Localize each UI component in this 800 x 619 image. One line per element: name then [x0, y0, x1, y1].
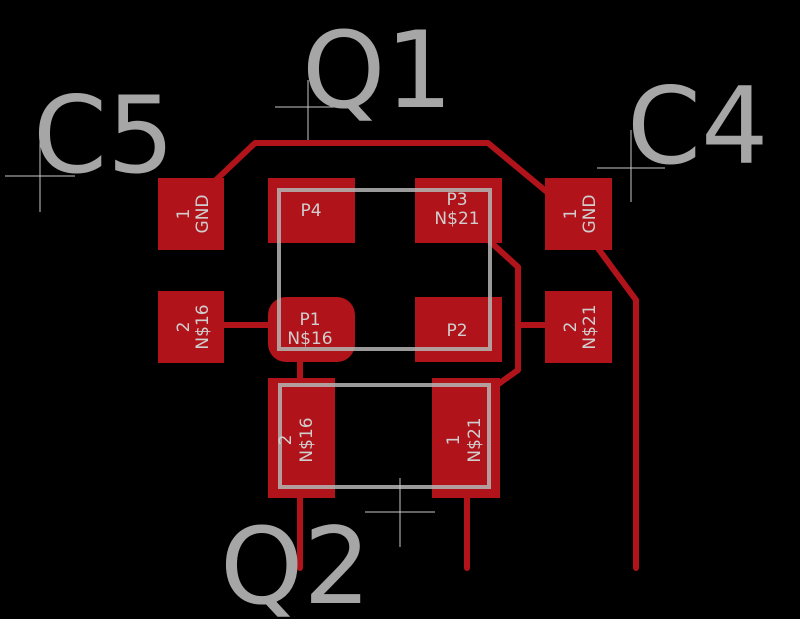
- q2-pad2-number: 2: [276, 435, 296, 446]
- c5-pad2-number: 2: [174, 322, 194, 333]
- c5-pad-2[interactable]: [158, 291, 224, 363]
- c4-origin-crosshair: [597, 130, 665, 202]
- c4-pad2-number: 2: [561, 322, 581, 333]
- q1-p2-label: P2: [446, 321, 467, 341]
- q2-origin-crosshair: [365, 478, 435, 547]
- c5-pad1-net: GND: [193, 195, 213, 234]
- q1-p3-net: N$21: [434, 209, 479, 229]
- trace-gnd-right[interactable]: [580, 225, 639, 571]
- c5-pad2-net: N$16: [193, 304, 213, 349]
- trace-gnd-top[interactable]: [213, 140, 574, 215]
- q1-p1-net: N$16: [287, 329, 332, 349]
- c4-pad2-net: N$21: [580, 304, 600, 349]
- q1-pad-p1[interactable]: [268, 297, 355, 362]
- c5-pad1-number: 1: [174, 209, 194, 220]
- q1-origin-crosshair: [275, 80, 340, 140]
- q2-pad1-net: N$21: [465, 417, 485, 462]
- c5-origin-crosshair: [5, 140, 75, 212]
- trace-n21-p3-c4[interactable]: [482, 234, 551, 328]
- q1-refdes: Q1: [302, 9, 453, 132]
- q1-p3-label: P3: [446, 190, 467, 210]
- c5-pad-1[interactable]: [158, 178, 224, 250]
- c4-pad-1[interactable]: [545, 178, 612, 250]
- c4-pad1-net: GND: [580, 195, 600, 234]
- q1-outline: [277, 188, 492, 351]
- c4-pad1-number: 1: [561, 209, 581, 220]
- c4-refdes: C4: [627, 65, 768, 188]
- trace-n21-p3-q2[interactable]: [494, 322, 521, 388]
- q1-pad-p2[interactable]: [415, 297, 502, 362]
- c4-pad-2[interactable]: [545, 291, 612, 363]
- q2-outline: [278, 383, 491, 489]
- q2-pad1-number: 1: [444, 435, 464, 446]
- q2-pad2-net: N$16: [297, 417, 317, 462]
- q2-refdes: Q2: [220, 505, 371, 619]
- q1-p1-label: P1: [299, 310, 320, 330]
- c5-refdes: C5: [33, 74, 174, 197]
- q1-p4-label: P4: [300, 201, 321, 221]
